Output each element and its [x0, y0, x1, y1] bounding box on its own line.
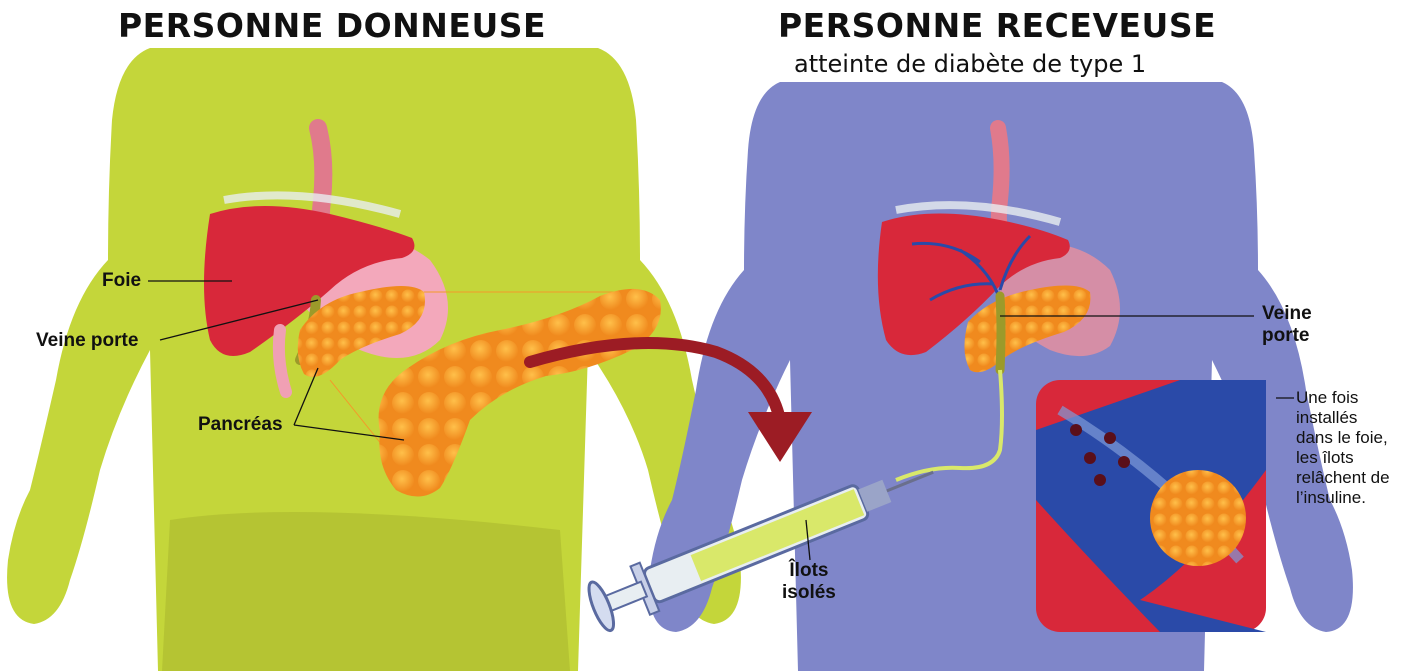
pancreas-label: Pancréas: [198, 414, 283, 436]
recipient-subtitle: atteinte de diabète de type 1: [794, 50, 1146, 78]
note-line-6: l’insuline.: [1296, 488, 1421, 508]
portal-vein-label-donor: Veine porte: [36, 330, 138, 352]
inset-panel: [1036, 380, 1266, 632]
donor-title: PERSONNE DONNEUSE: [118, 6, 546, 45]
islets-label: Îlots isolés: [782, 560, 836, 604]
recipient-portal-vein: [1000, 296, 1001, 370]
donor-body: [7, 48, 741, 671]
note-line-1: Une fois: [1296, 388, 1421, 408]
islets-label-line2: isolés: [782, 582, 836, 604]
islets-label-line1: Îlots: [782, 560, 836, 582]
insulin-release-note: Une fois installés dans le foie, les îlo…: [1296, 388, 1421, 508]
portal-vein-label-recipient: Veine porte: [1262, 303, 1312, 347]
note-line-3: dans le foie,: [1296, 428, 1421, 448]
portal-vein-label-line1: Veine: [1262, 303, 1312, 325]
recipient-title: PERSONNE RECEVEUSE: [778, 6, 1216, 45]
portal-vein-label-line2: porte: [1262, 325, 1312, 347]
note-line-5: relâchent de: [1296, 468, 1421, 488]
liver-label: Foie: [102, 270, 141, 292]
note-line-2: installés: [1296, 408, 1421, 428]
note-line-4: les îlots: [1296, 448, 1421, 468]
